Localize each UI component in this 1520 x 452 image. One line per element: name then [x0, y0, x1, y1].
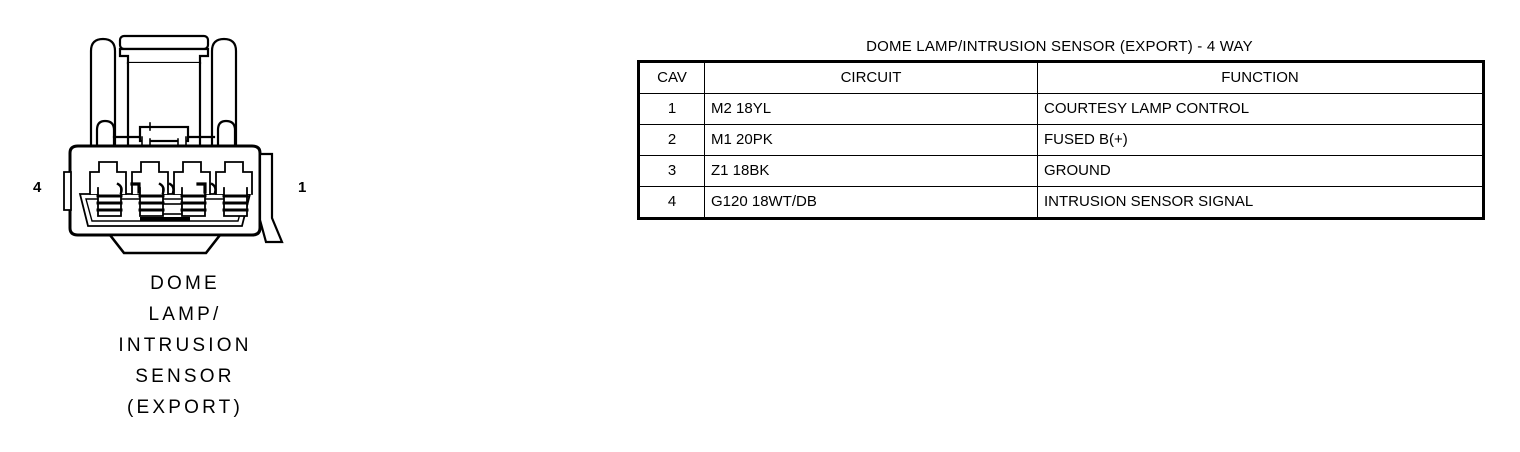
- table-title: DOME LAMP/INTRUSION SENSOR (EXPORT) - 4 …: [866, 38, 1253, 55]
- table-row: 1 M2 18YL COURTESY LAMP CONTROL: [638, 93, 1484, 125]
- pin-number-1-label: 1: [298, 179, 307, 196]
- connector-foot: [107, 233, 223, 255]
- cavity-1: [210, 161, 253, 217]
- caption-line-5: (EXPORT): [126, 397, 244, 418]
- caption-line-4: SENSOR: [135, 366, 235, 387]
- pin-number-4-label: 4: [33, 179, 42, 196]
- cell-circuit: M2 18YL: [704, 93, 1038, 125]
- cell-cav: 4: [638, 186, 705, 219]
- caption-line-2: LAMP/: [148, 304, 222, 325]
- cell-function: COURTESY LAMP CONTROL: [1037, 93, 1484, 125]
- cell-cav: 2: [638, 124, 705, 156]
- right-side-tab: [258, 152, 284, 244]
- cell-circuit: Z1 18BK: [704, 155, 1038, 187]
- cell-cav: 3: [638, 155, 705, 187]
- table-row: 2 M1 20PK FUSED B(+): [638, 124, 1484, 156]
- latch-shoulder: [118, 47, 210, 65]
- cell-circuit: G120 18WT/DB: [704, 186, 1038, 219]
- table-header-row: CAV CIRCUIT FUNCTION: [638, 61, 1484, 94]
- pinout-panel: DOME LAMP/INTRUSION SENSOR (EXPORT) - 4 …: [637, 38, 1485, 220]
- latch-cap-bar: [118, 34, 210, 51]
- table-row: 3 Z1 18BK GROUND: [638, 155, 1484, 187]
- pinout-table: CAV CIRCUIT FUNCTION 1 M2 18YL COURTESY …: [637, 60, 1485, 220]
- left-locking-rail: [63, 171, 72, 211]
- cavity-4: [89, 161, 127, 217]
- column-header-cav: CAV: [638, 61, 705, 94]
- connector-illustration-panel: 4 1 DOME LAMP/ INTRUSION SENSOR (EXPORT): [0, 0, 340, 452]
- cell-function: FUSED B(+): [1037, 124, 1484, 156]
- connector-caption: DOME LAMP/ INTRUSION SENSOR (EXPORT): [0, 268, 370, 423]
- caption-line-3: INTRUSION: [118, 335, 252, 356]
- table-row: 4 G120 18WT/DB INTRUSION SENSOR SIGNAL: [638, 186, 1484, 219]
- cell-function: GROUND: [1037, 155, 1484, 187]
- latch-window: [138, 125, 190, 143]
- cell-cav: 1: [638, 93, 705, 125]
- cavity-3: [130, 161, 169, 217]
- cavity-2: [168, 161, 211, 217]
- caption-line-1: DOME: [150, 273, 220, 294]
- cell-circuit: M1 20PK: [704, 124, 1038, 156]
- column-header-circuit: CIRCUIT: [704, 61, 1038, 94]
- cell-function: INTRUSION SENSOR SIGNAL: [1037, 186, 1484, 219]
- column-header-function: FUNCTION: [1037, 61, 1484, 94]
- connector-drawing: [63, 34, 284, 255]
